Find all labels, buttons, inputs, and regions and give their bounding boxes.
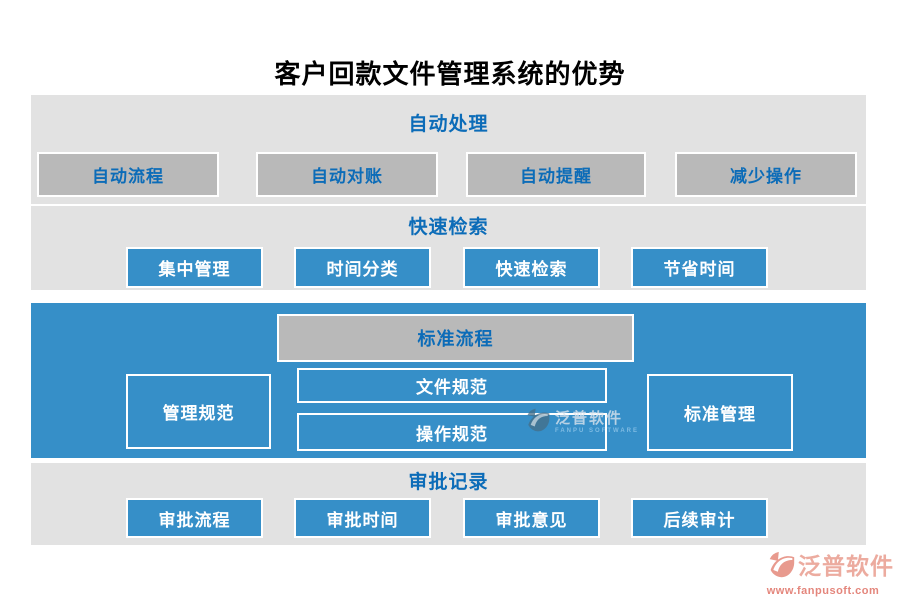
node-file-standard: 文件规范 [297, 368, 607, 403]
section-search-header: 快速检索 [408, 217, 489, 238]
node-operation-standard: 操作规范 [297, 413, 607, 451]
node-auto-reconcile: 自动对账 [256, 152, 438, 197]
fanpu-website: www.fanpusoft.com [766, 585, 880, 597]
node-approval-time: 审批时间 [294, 498, 431, 538]
node-save-time: 节省时间 [631, 247, 768, 288]
fanpu-brand-name: 泛普软件 [798, 553, 894, 580]
fanpu-footer-logo: 泛普软件 www.fanpusoft.com [752, 550, 894, 597]
fanpu-logo-icon [767, 550, 796, 584]
section-audit-panel: 审批记录 审批流程 审批时间 审批意见 后续审计 [31, 463, 866, 545]
section-audit-header: 审批记录 [408, 472, 489, 493]
node-quick-search: 快速检索 [463, 247, 600, 288]
node-approval-opinion: 审批意见 [463, 498, 600, 538]
section-auto-header: 自动处理 [408, 114, 489, 135]
node-mgmt-standard: 管理规范 [126, 374, 271, 449]
page-title: 客户回款文件管理系统的优势 [274, 59, 626, 89]
node-approval-flow: 审批流程 [126, 498, 263, 538]
node-standard-mgmt: 标准管理 [647, 374, 793, 451]
section-search-panel: 快速检索 集中管理 时间分类 快速检索 节省时间 [31, 206, 866, 290]
section-standard-panel: 标准流程 管理规范 文件规范 操作规范 标准管理 泛普软件 FANPU SOFT… [31, 303, 866, 458]
node-follow-up-audit: 后续审计 [631, 498, 768, 538]
node-auto-flow: 自动流程 [37, 152, 219, 197]
node-auto-remind: 自动提醒 [466, 152, 646, 197]
node-standard-process: 标准流程 [277, 314, 634, 362]
node-reduce-ops: 减少操作 [675, 152, 857, 197]
section-auto-panel: 自动处理 自动流程 自动对账 自动提醒 减少操作 [31, 95, 866, 204]
node-central-mgmt: 集中管理 [126, 247, 263, 288]
node-time-classify: 时间分类 [294, 247, 431, 288]
